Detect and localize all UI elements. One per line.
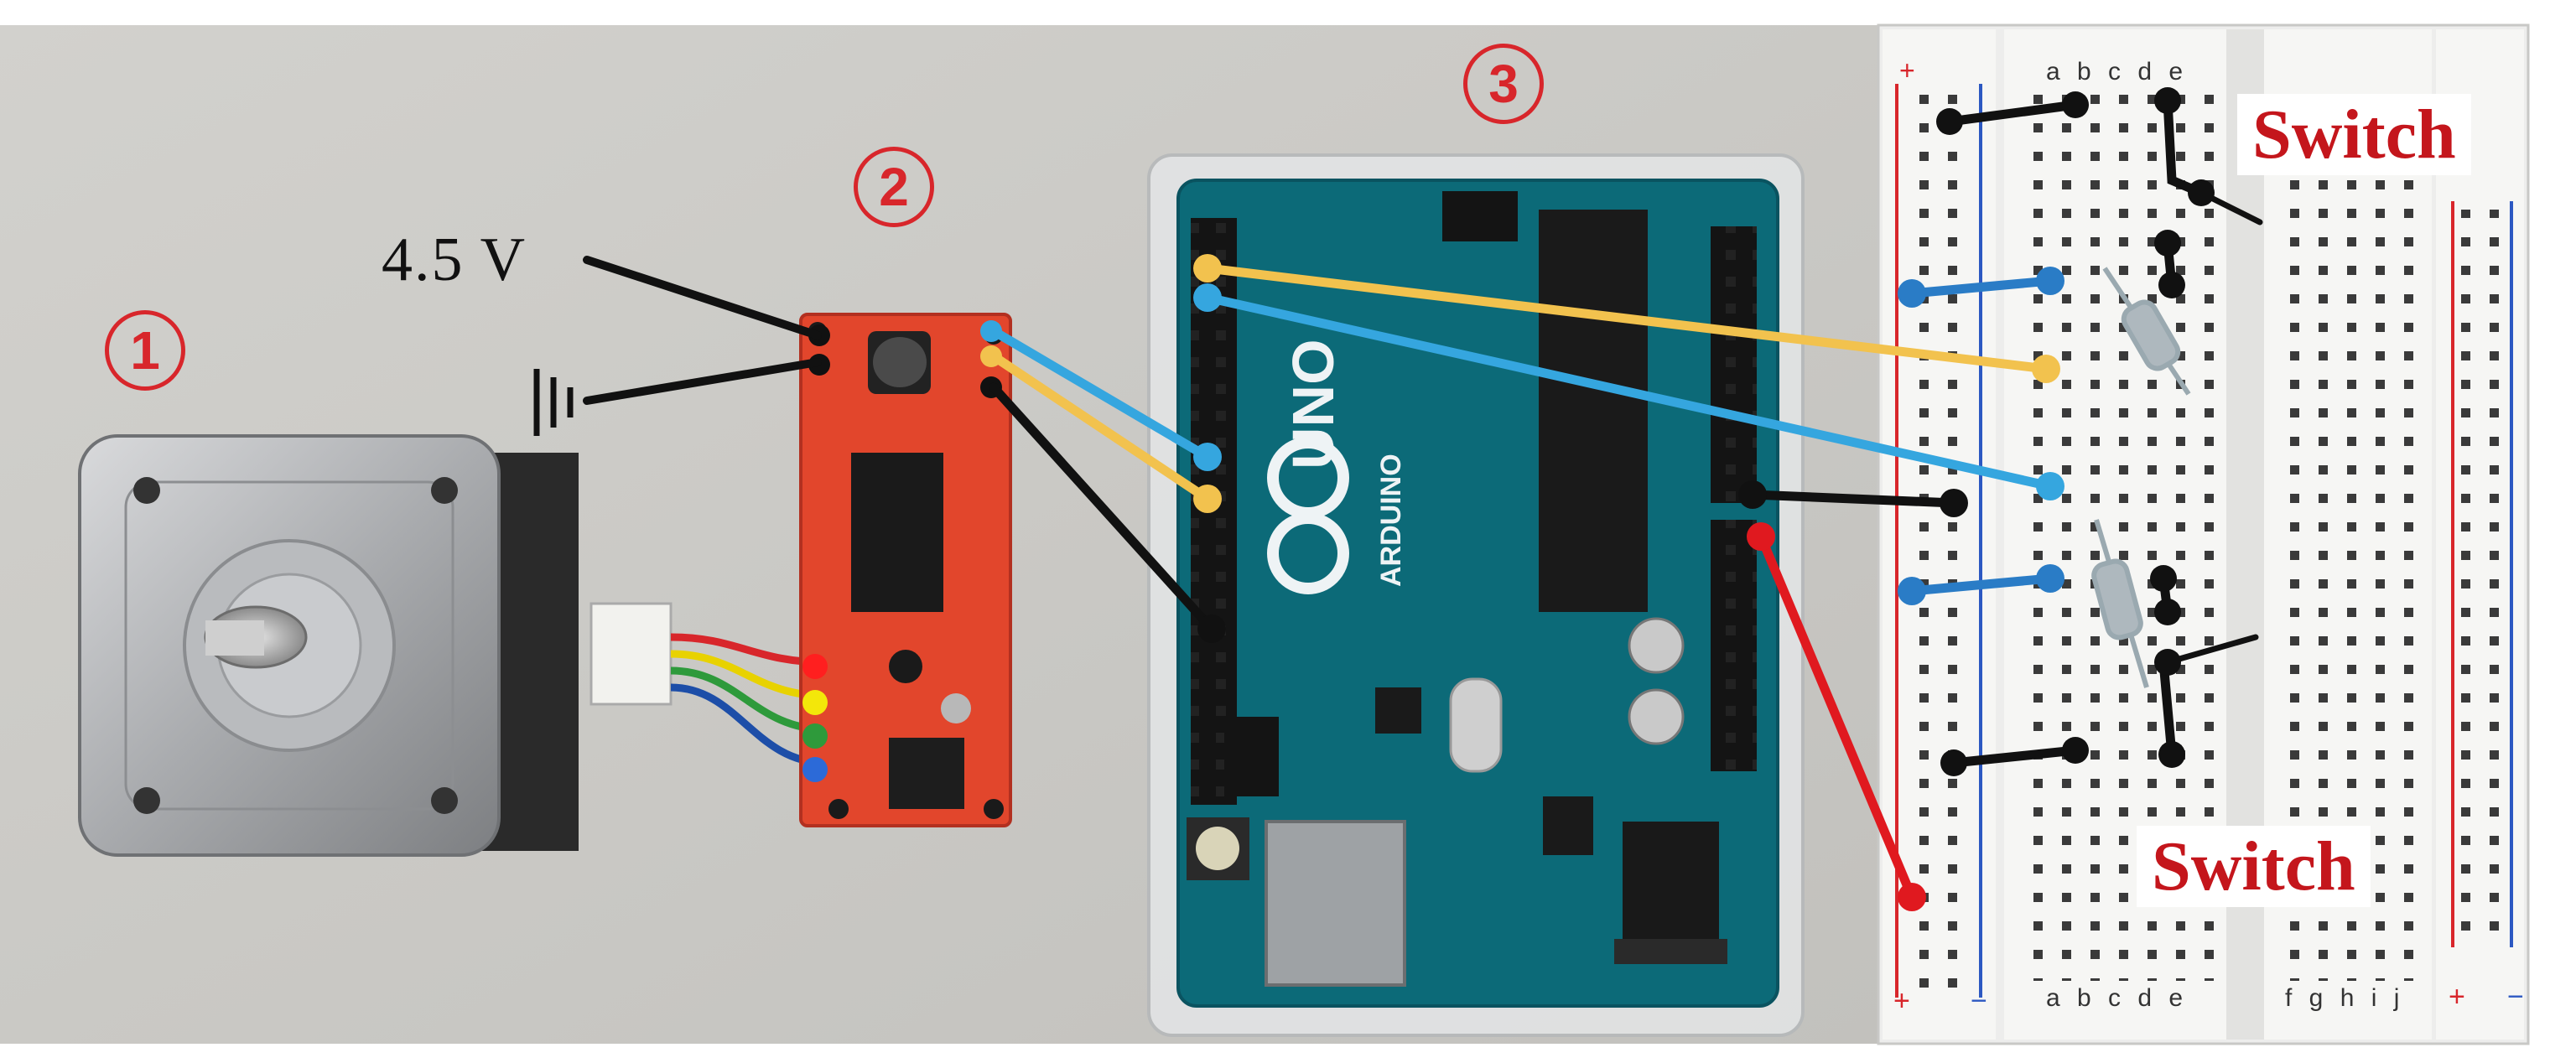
label-driver-number: 2 — [854, 147, 934, 227]
wire-red-5v — [1756, 532, 1917, 902]
rail-plus-right: + — [2449, 981, 2465, 1013]
arduino-board: UNO ARDUINO — [1147, 153, 1805, 1037]
wire-yellow-arduino — [1202, 263, 2051, 374]
switch-label-bottom: Switch — [2137, 826, 2371, 907]
column-labels-bottom-right: f g h i j — [2285, 984, 2404, 1012]
label-arduino-number: 3 — [1463, 44, 1544, 124]
wire-blue-arduino — [1202, 293, 2055, 491]
rail-plus-bottom: + — [1893, 985, 1910, 1017]
resistor-top — [2102, 267, 2191, 396]
switch-bottom-pointer — [2164, 634, 2259, 666]
lead-ground — [583, 358, 822, 405]
rail-plus-top: + — [1899, 55, 1915, 86]
switch-bottom-lead-2 — [2158, 657, 2177, 760]
label-motor-number: 1 — [105, 310, 185, 391]
rail-minus-right: − — [2507, 981, 2524, 1013]
column-labels-bottom: a b c d e — [2046, 984, 2188, 1012]
wire-black-driver — [989, 382, 1217, 634]
wire-black-gnd — [1748, 490, 1959, 508]
column-labels-top: a b c d e — [2046, 58, 2188, 86]
wire-end-dots — [1193, 87, 2215, 911]
bb-black-top — [1945, 100, 2080, 127]
jumper-wires — [583, 96, 2263, 902]
rail-minus-bottom: − — [1971, 985, 1987, 1017]
wire-yellow-driver — [989, 351, 1213, 504]
bb-blue-top — [1907, 276, 2055, 298]
resistor-bottom — [2091, 519, 2149, 688]
lead-4v5 — [583, 256, 822, 340]
arduino-brand-text: ARDUINO — [1375, 454, 1407, 587]
bb-black-bottom — [1949, 745, 2080, 768]
ground-symbol-icon — [533, 369, 574, 436]
motor-connector — [589, 602, 673, 706]
bb-blue-bottom — [1907, 573, 2055, 596]
switch-label-top: Switch — [2237, 94, 2471, 175]
wire-blue-driver — [989, 326, 1213, 462]
stepper-driver-board — [799, 313, 1012, 827]
stepper-motor — [78, 434, 673, 857]
voltage-label: 4.5 V — [382, 226, 527, 294]
